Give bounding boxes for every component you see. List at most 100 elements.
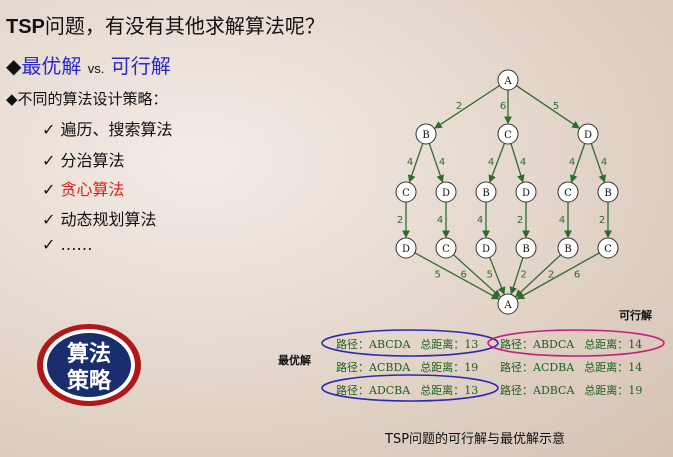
edge-weight: 2 [599, 215, 605, 226]
edge-weight: 4 [437, 215, 443, 226]
tree-node: C [435, 237, 457, 259]
svg-text:C: C [504, 130, 512, 141]
item-label: 遍历、搜索算法 [60, 120, 173, 139]
svg-text:D: D [442, 188, 450, 199]
route-path: 路径：ACDBA [500, 361, 575, 374]
optimal-ellipse [321, 374, 499, 402]
vs-label: vs. [87, 61, 105, 76]
route-distance: 总距离：14 [584, 338, 643, 351]
edge-weight: 4 [488, 157, 494, 168]
svg-text:C: C [442, 244, 450, 255]
tree-node: A [497, 293, 519, 315]
route-distance: 总距离：13 [420, 384, 479, 397]
edge-weight: 5 [435, 270, 441, 281]
tree-edge [452, 254, 501, 298]
edge-weight: 6 [574, 270, 580, 281]
tree-edge [489, 257, 506, 295]
optimal-ellipse [321, 329, 499, 357]
tree-edge [516, 252, 600, 300]
badge-line2: 策略 [67, 368, 112, 394]
edge-weight: 2 [456, 101, 462, 112]
title-bold: TSP [6, 16, 45, 38]
route-row: 路径：ADCBA 总距离：13 [336, 382, 488, 398]
tree-edge [509, 257, 524, 295]
list-item: ✓ …… [42, 235, 93, 254]
diamond-bullet-icon: ◆ [6, 54, 22, 78]
edge-weight: 4 [477, 215, 483, 226]
title-text: 问题，有没有其他求解算法呢？ [44, 14, 325, 38]
edge-weight: 6 [461, 270, 467, 281]
tree-node: D [395, 237, 417, 259]
tree-edge [408, 143, 424, 183]
route-path: 路径：ABDCA [500, 338, 575, 351]
svg-text:B: B [522, 244, 529, 255]
bullet-strategies: ◆不同的算法设计策略： [6, 88, 168, 109]
feasible-label: 可行解 [110, 54, 171, 78]
tree-node: B [557, 237, 579, 259]
tree-node: D [435, 181, 457, 203]
svg-text:B: B [604, 188, 611, 199]
edge-weight: 5 [487, 270, 493, 281]
tree-edge [414, 252, 500, 300]
tree-node: C [557, 181, 579, 203]
tree-node: B [475, 181, 497, 203]
check-icon: ✓ [42, 151, 56, 170]
tree-edge [510, 143, 525, 183]
svg-text:D: D [482, 244, 490, 255]
tree-node: C [395, 181, 417, 203]
check-icon: ✓ [42, 235, 56, 254]
tree-edge [434, 84, 501, 129]
route-row: 路径：ABDCA 总距离：14 [500, 336, 652, 352]
edge-weight: 4 [559, 215, 565, 226]
badge-line1: 算法 [67, 341, 111, 367]
figure-caption: TSP问题的可行解与最优解示意 [385, 432, 566, 447]
feasible-ellipse [487, 329, 665, 357]
edge-weight: 4 [601, 157, 607, 168]
check-icon: ✓ [42, 210, 56, 229]
edge-weight: 6 [500, 101, 506, 112]
svg-text:C: C [402, 188, 410, 199]
list-item: ✓ 分治算法 [42, 147, 125, 171]
list-item: ✓ 贪心算法 [42, 176, 125, 200]
route-path: 路径：ADCBA [336, 384, 411, 397]
item-label: 动态规划算法 [60, 210, 157, 229]
tree-node: B [415, 123, 437, 145]
tree-edge [570, 143, 586, 183]
item-label-highlight: 贪心算法 [60, 180, 125, 199]
edge-weight: 5 [553, 101, 559, 112]
solution-highlights [321, 329, 665, 402]
diamond-bullet-icon: ◆ [6, 90, 18, 108]
route-path: 路径：ADBCA [500, 384, 575, 397]
tree-node: D [515, 181, 537, 203]
tree-node: A [497, 69, 519, 91]
edge-weight: 4 [407, 157, 413, 168]
edge-weight: 4 [520, 157, 526, 168]
route-distance: 总距离：19 [584, 384, 643, 397]
tree-edge [428, 143, 444, 183]
tree-edge [590, 143, 606, 183]
edge-weight: 2 [397, 215, 403, 226]
strategies-text: 不同的算法设计策略： [17, 90, 168, 108]
tree-node: B [515, 237, 537, 259]
edge-weight: 2 [517, 215, 523, 226]
svg-text:A: A [503, 76, 512, 87]
svg-text:D: D [522, 188, 530, 199]
check-icon: ✓ [42, 180, 56, 199]
optimal-label: 最优解 [21, 54, 82, 78]
edge-weight: 2 [521, 270, 527, 281]
svg-text:B: B [564, 244, 571, 255]
item-label: …… [60, 235, 93, 254]
svg-text:D: D [402, 244, 410, 255]
route-path: 路径：ACBDA [336, 361, 411, 374]
edge-weight: 4 [569, 157, 575, 168]
item-label: 分治算法 [60, 151, 125, 170]
bullet-optimal-vs-feasible: ◆最优解 vs. 可行解 [6, 50, 171, 79]
tree-node: D [577, 123, 599, 145]
edge-weight: 4 [439, 157, 445, 168]
list-item: ✓ 动态规划算法 [42, 206, 157, 230]
edge-weight: 2 [548, 270, 554, 281]
tree-edge [488, 143, 506, 183]
